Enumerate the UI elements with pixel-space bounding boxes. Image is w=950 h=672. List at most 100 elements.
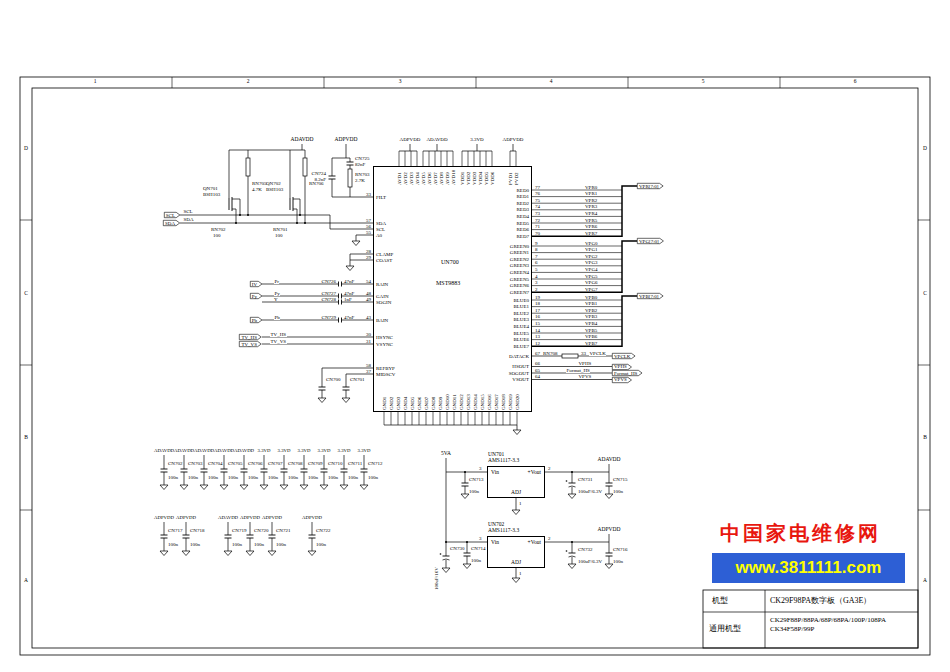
flag-shape [612,370,642,375]
wire [332,158,333,176]
signal-wire [532,379,612,380]
pin-number: 2 [548,536,551,541]
signal-name: VPB0 [585,295,597,300]
part-value: 100n [613,489,623,494]
flag-shape [250,281,262,286]
flag-shape [637,238,663,243]
junction-dot [464,471,466,473]
pin-name: GND16 [487,394,492,410]
capacitor-symbol [181,469,188,470]
flag-shape [612,353,635,358]
signal-wire [532,339,622,340]
node-text: Format_HS [614,371,637,376]
pin-name: VDD1 [460,172,465,185]
capacitor-symbol [341,318,342,323]
pin-lead [468,412,469,425]
pin-name: HSOUT [512,364,529,369]
wire [302,144,303,150]
pin-lead [411,151,412,166]
pin-number: 1 [519,571,522,576]
zone-letter: D [923,146,927,152]
pin-name: AVD1 [397,172,402,185]
part-value: 100n [316,542,326,547]
supply-label: ADAVDD [234,449,254,454]
schematic-group [20,77,930,655]
part-value: 100n [228,475,238,480]
wire [572,542,573,553]
signal-wire [532,190,622,191]
part-name: CN726 [322,279,336,284]
wire [305,176,306,223]
wire [232,209,236,210]
wire [446,542,447,556]
wire [364,455,365,469]
supply-label: ADAVDD [194,449,214,454]
node-text: VPCLK [614,354,630,359]
part-name: CN729 [322,315,336,320]
part-name: CN704 [208,461,222,466]
pin-number: 8 [535,247,538,252]
pin-number: 55 [366,230,371,235]
resistor-symbol [303,158,307,176]
supply-label: 3.3VD [358,449,371,454]
supply-label: 3.3VD [258,449,271,454]
wire-label: Pb [274,315,280,320]
wire [164,538,165,551]
wire [609,534,610,542]
pin-number: 74 [535,204,540,209]
node-text: +Vout [528,470,541,476]
wire-label: Format_HS [566,368,590,373]
node-text: Py [252,294,257,299]
bus-line [532,186,637,236]
pin-number: 75 [535,198,540,203]
pin-name: VSOUT [512,377,529,382]
part-name: CN718 [190,528,204,533]
wire [350,254,373,255]
wire [236,209,237,223]
part-value: 100n [471,558,481,563]
part-name: CN727 [322,291,336,296]
supply-label: ADPVDD [400,137,421,142]
supply-label: 5VA [441,451,451,457]
pin-name: GND9 [438,397,443,410]
wire [250,538,251,551]
pin-number: 17 [535,308,540,313]
pin-lead [516,151,517,166]
pin-lead [480,151,481,166]
ground-symbol [246,551,254,556]
pin-name: DATACK [509,354,529,359]
pin-number: 1 [519,501,522,506]
part-name: RN703 [355,172,369,177]
wire [229,150,230,198]
flag-shape [240,334,262,339]
part-value: 100n [308,475,318,480]
pin-lead [486,151,487,166]
ground-symbol [280,485,288,490]
node-text: VPG[7:0] [639,239,659,244]
supply-label: ADPVDD [240,516,260,521]
ground-symbol [346,266,354,271]
capacitor-symbol [606,553,613,554]
wire [477,144,478,151]
capacitor-symbol [347,162,354,163]
pin-name: AVD6 [427,172,432,185]
wire [346,374,373,375]
pin-lead [384,412,385,425]
ground-symbol [260,485,268,490]
part-name: CN725 [355,156,369,161]
pin-lead [391,412,392,425]
pin-number: 31 [366,339,371,344]
signal-name: VPR4 [585,211,597,216]
wire [312,538,313,551]
part-name: RN706 [309,181,323,186]
pin-name: REFBYP [376,366,395,371]
pin-name: VDD3 [472,172,477,185]
pin-number: 43 [366,315,371,320]
zone-tick [20,510,32,511]
table-cell: CK29F98PA数字板（GA3E） [770,597,872,605]
pin-name: AVD8 [439,172,444,185]
port-flag: VPVS [612,377,632,383]
part-heading: UN701 [488,452,504,458]
node-text: VPR[7:0] [639,184,658,189]
wire [224,455,225,469]
